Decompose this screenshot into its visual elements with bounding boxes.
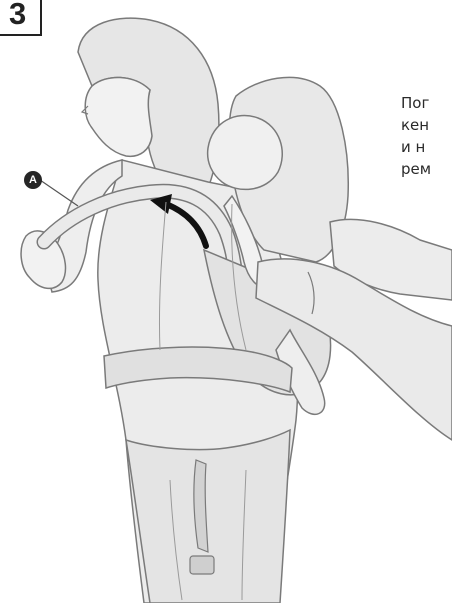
instruction-line-4: рем [401, 158, 452, 180]
callout-leader [40, 180, 78, 206]
instruction-line-3: и н [401, 136, 452, 158]
instruction-line-2: кен [401, 114, 452, 136]
instruction-line-1: Пог [401, 92, 452, 114]
step-number: 3 [9, 0, 26, 32]
woman-jeans [126, 430, 290, 603]
instruction-text: Пог кен и н рем [401, 92, 452, 180]
step-number-box: 3 [0, 0, 42, 36]
woman-face [85, 77, 152, 156]
strap-buckle [190, 556, 214, 574]
baby-head [208, 116, 283, 190]
callout-marker-a: A [24, 171, 42, 189]
